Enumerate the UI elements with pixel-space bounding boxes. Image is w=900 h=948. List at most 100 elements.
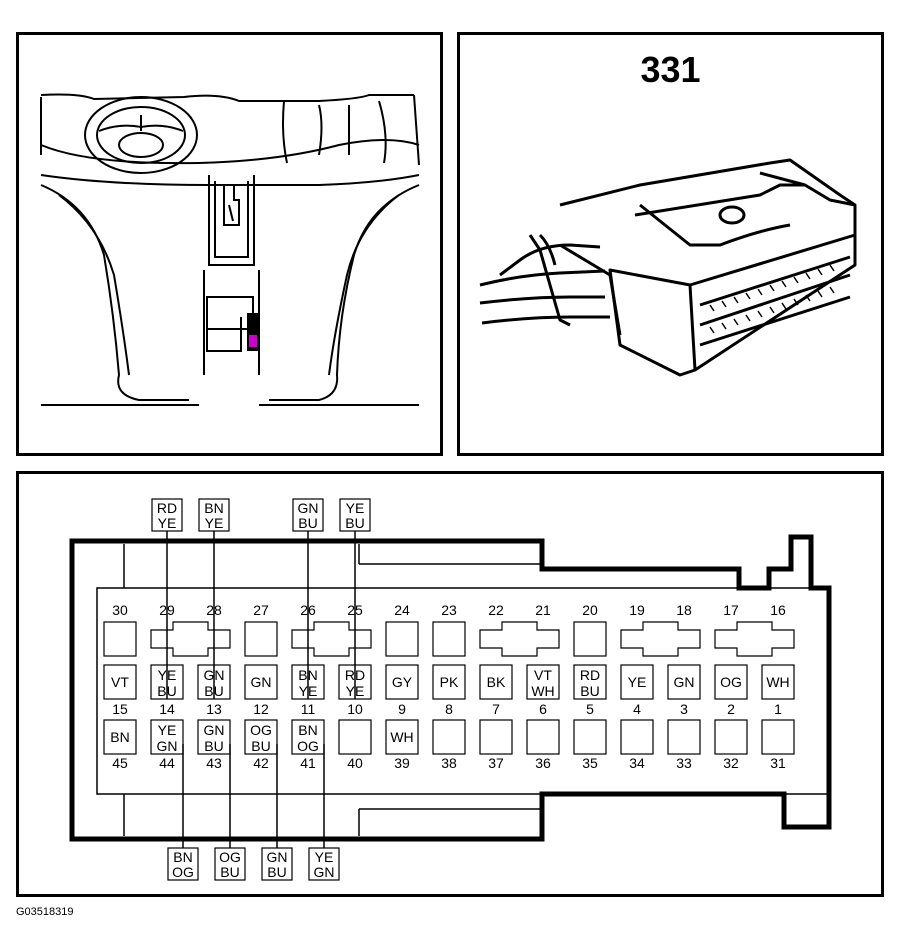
wire-label-box bbox=[308, 847, 340, 881]
wire-label-text: YE bbox=[158, 515, 177, 531]
pin-cell bbox=[620, 664, 654, 700]
pin-cell bbox=[103, 719, 137, 755]
pin-cell bbox=[432, 719, 466, 755]
pin-number: 15 bbox=[112, 701, 128, 717]
pin-number: 7 bbox=[492, 701, 500, 717]
wire-color-code: BK bbox=[487, 674, 506, 690]
pin-number: 22 bbox=[488, 602, 504, 618]
pin-number: 37 bbox=[488, 755, 504, 771]
highlighted-connector-location bbox=[249, 335, 257, 347]
wire-color-code: YE bbox=[628, 674, 647, 690]
wire-label-text: BN bbox=[173, 849, 192, 865]
wire-label-text: YE bbox=[315, 849, 334, 865]
blanked-cavity-pair bbox=[291, 621, 372, 657]
wire-label-text: YE bbox=[346, 500, 365, 516]
pin-number: 4 bbox=[633, 701, 641, 717]
pin-number: 27 bbox=[253, 602, 269, 618]
pin-number: 39 bbox=[394, 755, 410, 771]
pin-cell bbox=[526, 719, 560, 755]
wire-color-code: BU bbox=[580, 683, 599, 699]
connector-number: 331 bbox=[640, 49, 701, 90]
blanked-cavity-pair bbox=[620, 621, 701, 657]
wire-label-box bbox=[214, 847, 246, 881]
pin-number: 38 bbox=[441, 755, 457, 771]
pin-number: 45 bbox=[112, 755, 128, 771]
wire-label-box bbox=[167, 847, 199, 881]
pin-number: 16 bbox=[770, 602, 786, 618]
wire-color-code: OG bbox=[250, 722, 272, 738]
pin-number: 19 bbox=[629, 602, 645, 618]
wire-label-box bbox=[261, 847, 293, 881]
wire-label-text: BU bbox=[267, 864, 286, 880]
wire-label-text: BU bbox=[220, 864, 239, 880]
wire-color-code: WH bbox=[531, 683, 554, 699]
pin-number: 1 bbox=[774, 701, 782, 717]
pin-cell bbox=[667, 664, 701, 700]
pin-number: 34 bbox=[629, 755, 645, 771]
wire-color-code: WH bbox=[766, 674, 789, 690]
connector-illustration bbox=[479, 158, 857, 377]
pin-cell bbox=[479, 719, 513, 755]
pin-number: 6 bbox=[539, 701, 547, 717]
pin-number: 14 bbox=[159, 701, 175, 717]
wire-color-code: WH bbox=[390, 729, 413, 745]
pin-number: 21 bbox=[535, 602, 551, 618]
pin-cell bbox=[432, 664, 466, 700]
wire-label-text: GN bbox=[298, 500, 319, 516]
pin-number: 11 bbox=[301, 701, 316, 717]
wire-label-text: OG bbox=[219, 849, 241, 865]
pin-cavity bbox=[385, 621, 419, 657]
pin-number: 40 bbox=[347, 755, 363, 771]
wire-label-box bbox=[339, 498, 371, 532]
pin-number: 12 bbox=[253, 701, 269, 717]
wire-label-text: GN bbox=[314, 864, 335, 880]
pin-number: 8 bbox=[445, 701, 453, 717]
pin-cell bbox=[385, 719, 419, 755]
pin-cell bbox=[244, 719, 278, 755]
wire-color-code: BN bbox=[298, 722, 317, 738]
wire-color-code: VT bbox=[111, 674, 129, 690]
pin-number: 31 bbox=[770, 755, 786, 771]
wire-color-code: BU bbox=[204, 738, 223, 754]
pin-number: 35 bbox=[582, 755, 598, 771]
wire-color-code: OG bbox=[297, 738, 319, 754]
pin-number: 9 bbox=[398, 701, 406, 717]
wire-label-box bbox=[292, 498, 324, 532]
pin-number: 30 bbox=[112, 602, 128, 618]
pin-cell bbox=[150, 719, 184, 755]
pin-number: 18 bbox=[676, 602, 692, 618]
pin-cell bbox=[385, 664, 419, 700]
connector-panel: 331 bbox=[457, 32, 884, 456]
pin-number: 32 bbox=[723, 755, 739, 771]
pin-cavity bbox=[432, 621, 466, 657]
blanked-cavity-pair bbox=[150, 621, 231, 657]
blanked-cavity-pair bbox=[479, 621, 560, 657]
pin-number: 20 bbox=[582, 602, 598, 618]
pin-cell bbox=[103, 664, 137, 700]
pin-number: 41 bbox=[300, 755, 316, 771]
pin-cell bbox=[338, 719, 372, 755]
pin-cavity bbox=[244, 621, 278, 657]
pin-number: 23 bbox=[441, 602, 457, 618]
pin-cell bbox=[291, 719, 325, 755]
pin-number: 33 bbox=[676, 755, 692, 771]
wire-color-code: RD bbox=[580, 667, 600, 683]
wire-color-code: GY bbox=[392, 674, 413, 690]
pin-number: 2 bbox=[727, 701, 735, 717]
pin-cell bbox=[714, 664, 748, 700]
wire-label-box bbox=[198, 498, 230, 532]
wire-label-text: YE bbox=[205, 515, 224, 531]
pin-number: 36 bbox=[535, 755, 551, 771]
wire-color-code: GN bbox=[674, 674, 695, 690]
wire-color-code: OG bbox=[720, 674, 742, 690]
pin-cell bbox=[620, 719, 654, 755]
figure-code: G03518319 bbox=[16, 906, 74, 918]
pin-cell bbox=[479, 664, 513, 700]
wire-color-code: GN bbox=[251, 674, 272, 690]
wire-color-code: GN bbox=[157, 738, 178, 754]
blanked-cavity-pair bbox=[714, 621, 795, 657]
pin-cavity bbox=[103, 621, 137, 657]
pin-number: 43 bbox=[206, 755, 222, 771]
